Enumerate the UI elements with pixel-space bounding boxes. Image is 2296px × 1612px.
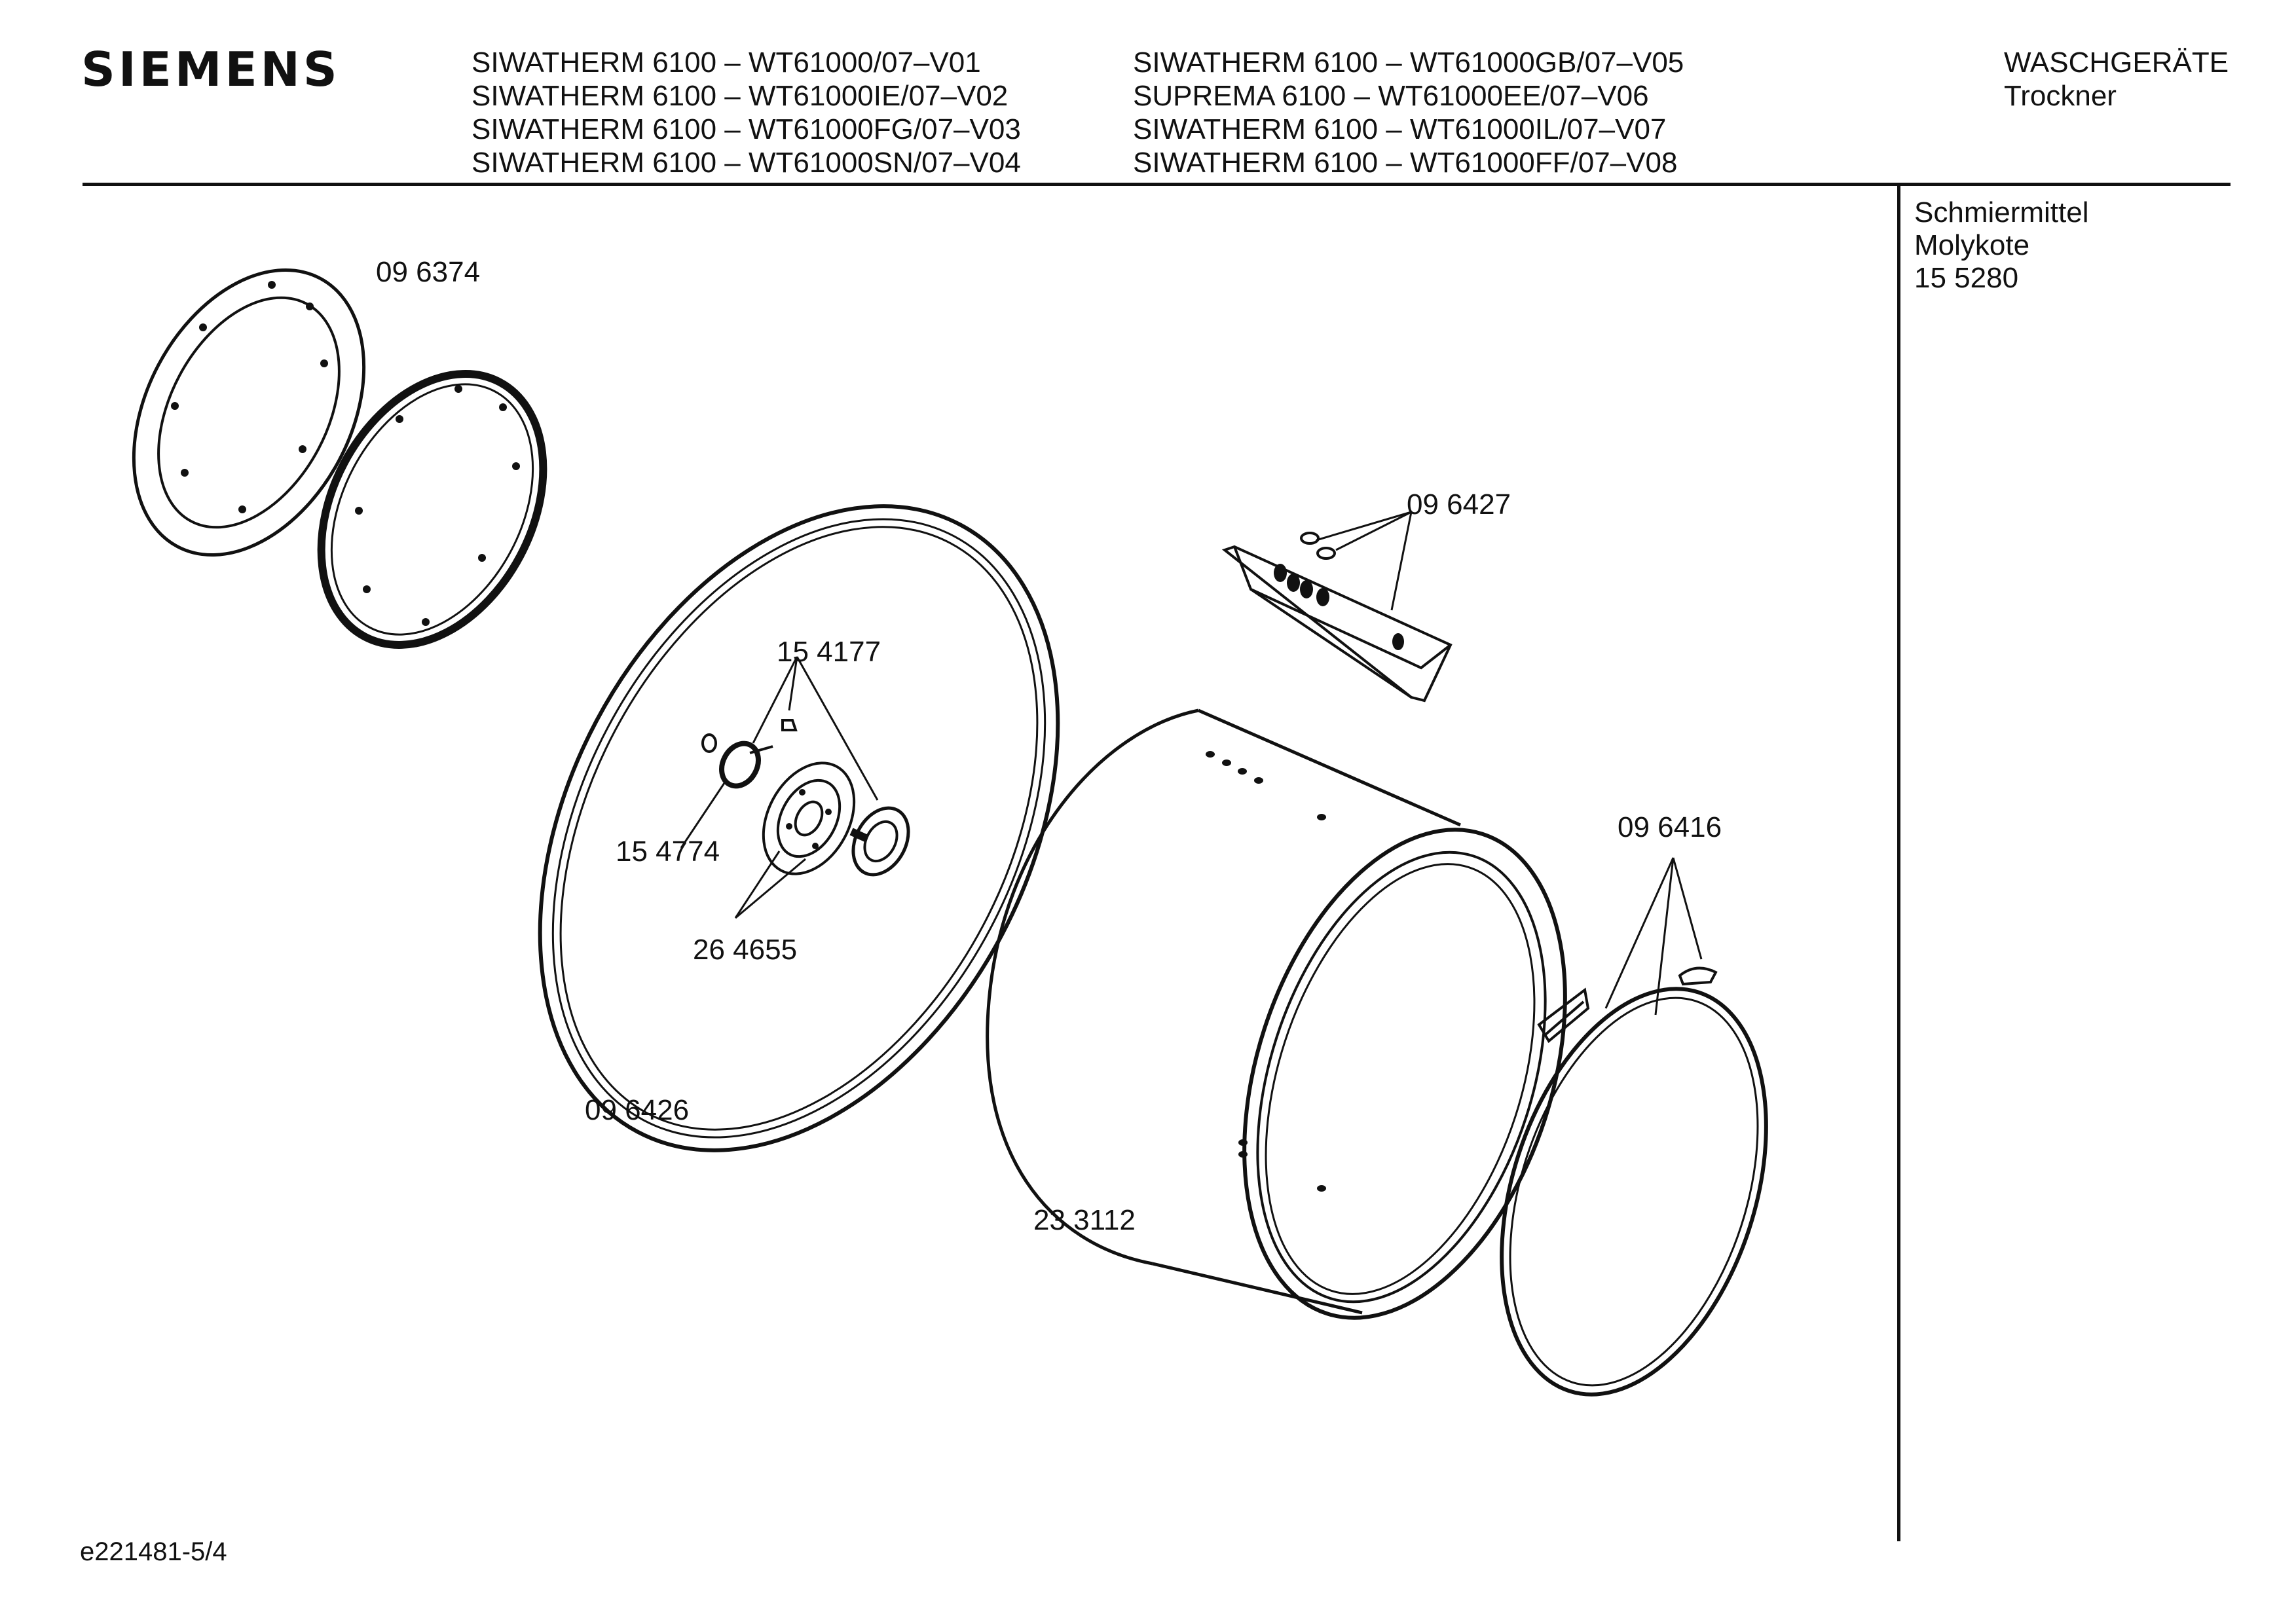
gasket-ring-part	[317, 370, 547, 649]
flange-ring-part	[132, 268, 366, 557]
model-v01: SIWATHERM 6100 – WT61000/07–V01	[472, 46, 981, 79]
locking-clip-part	[701, 719, 798, 789]
part-label-233112: 23 3112	[1033, 1204, 1136, 1236]
lubricant-name: Molykote	[1914, 229, 2030, 261]
model-v07: SIWATHERM 6100 – WT61000IL/07–V07	[1133, 113, 1667, 145]
seal-clip-part	[1537, 966, 1718, 1044]
part-label-096427: 09 6427	[1407, 488, 1511, 521]
drum-cylinder-part	[986, 708, 1567, 1320]
drum-baffle-part	[1221, 532, 1453, 703]
siemens-logo: SIEMENS	[81, 42, 341, 97]
lubricant-part-number: 15 5280	[1914, 262, 2019, 294]
model-v05: SIWATHERM 6100 – WT61000GB/07–V05	[1133, 46, 1684, 79]
part-label-154774: 15 4774	[616, 835, 720, 868]
category-subtitle: Trockner	[2004, 80, 2117, 112]
model-list-right: SIWATHERM 6100 – WT61000GB/07–V05 SUPREM…	[1133, 46, 1684, 179]
drive-shaft-part	[849, 806, 910, 877]
header-divider	[83, 183, 2231, 186]
model-list-left: SIWATHERM 6100 – WT61000/07–V01 SIWATHER…	[472, 46, 1021, 179]
model-v03: SIWATHERM 6100 – WT61000FG/07–V03	[472, 113, 1021, 145]
part-label-264655: 26 4655	[693, 934, 797, 966]
part-label-096426: 09 6426	[585, 1094, 689, 1126]
lubricant-notes: Schmiermittel Molykote 15 5280	[1914, 196, 2089, 295]
part-label-154177: 15 4177	[777, 636, 881, 668]
bearing-hub-part	[762, 761, 856, 875]
part-label-096374: 09 6374	[376, 256, 480, 288]
side-divider	[1897, 186, 1900, 1541]
model-v06: SUPREMA 6100 – WT61000EE/07–V06	[1133, 80, 1649, 112]
leader-lines	[680, 511, 1703, 1016]
rear-drum-panel-part	[538, 504, 1060, 1152]
model-v02: SIWATHERM 6100 – WT61000IE/07–V02	[472, 80, 1009, 112]
category-block: WASCHGERÄTE Trockner	[2004, 46, 2229, 113]
model-v08: SIWATHERM 6100 – WT61000FF/07–V08	[1133, 147, 1678, 179]
lubricant-label: Schmiermittel	[1914, 196, 2089, 229]
category-title: WASCHGERÄTE	[2004, 46, 2229, 79]
part-label-096416: 09 6416	[1618, 811, 1722, 843]
front-seal-ring-part	[1500, 987, 1768, 1397]
model-v04: SIWATHERM 6100 – WT61000SN/07–V04	[472, 147, 1021, 179]
document-id: e221481-5/4	[80, 1537, 227, 1566]
